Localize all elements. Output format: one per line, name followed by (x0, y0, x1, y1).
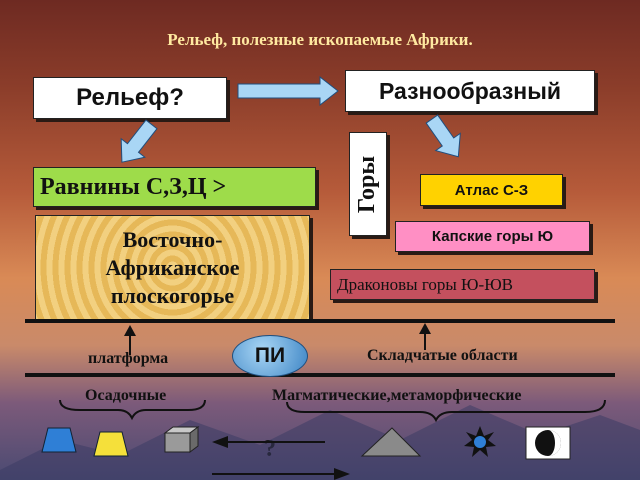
sedimentary-brace (59, 399, 206, 421)
folded-up-arrow-icon (419, 323, 431, 350)
cape-text: Капские горы Ю (431, 228, 554, 245)
top-divider-line (25, 319, 615, 323)
relief-question-box: Рельеф? (33, 77, 227, 119)
atlas-text: Атлас С-З (454, 181, 529, 199)
plateau-line-2: Африканское (105, 254, 240, 280)
slide-title: Рельеф, полезные ископаемые Африки. (167, 30, 473, 49)
plateau-box: Восточно- Африканское плоскогорье (35, 215, 310, 320)
pi-badge: ПИ (232, 335, 308, 377)
plains-text: Равнины С,З,Ц > (40, 173, 227, 200)
arrow-down-right-icon (425, 114, 461, 158)
magmatic-brace (286, 399, 606, 423)
diverse-box: Разнообразный (345, 70, 595, 112)
sedimentary-label: Осадочные (85, 387, 167, 404)
moon-phase-icon (525, 426, 571, 460)
sun-burst-icon (464, 426, 496, 457)
gray-cube-icon (163, 426, 200, 453)
trapezoid-blue-icon (41, 427, 77, 453)
plains-box: Равнины С,З,Ц > (33, 167, 316, 207)
long-right-arrow-icon (212, 468, 350, 480)
drakensberg-text: Драконовы горы Ю-ЮВ (337, 274, 514, 294)
diverse-text: Разнообразный (379, 77, 561, 104)
trapezoid-yellow-icon (93, 431, 129, 457)
arrow-right-icon (237, 75, 339, 107)
platform-label: платформа (88, 350, 169, 367)
platform-up-arrow-icon (124, 325, 136, 355)
folded-label: Складчатые области (367, 347, 518, 364)
plateau-line-1: Восточно- (122, 226, 223, 252)
gray-triangle-icon (360, 427, 422, 457)
pi-text: ПИ (254, 344, 286, 367)
atlas-box: Атлас С-З (420, 174, 563, 206)
relief-question-text: Рельеф? (76, 84, 184, 111)
drakensberg-box: Драконовы горы Ю-ЮВ (330, 269, 595, 300)
mountains-box: Горы (349, 132, 387, 236)
left-arrow-icon (212, 436, 325, 448)
plateau-line-3: плоскогорье (110, 282, 235, 308)
magmatic-label: Магматические,метаморфические (272, 387, 522, 404)
bottom-divider-line (25, 373, 615, 377)
arrow-down-left-icon (120, 119, 158, 163)
cape-box: Капские горы Ю (395, 221, 590, 252)
